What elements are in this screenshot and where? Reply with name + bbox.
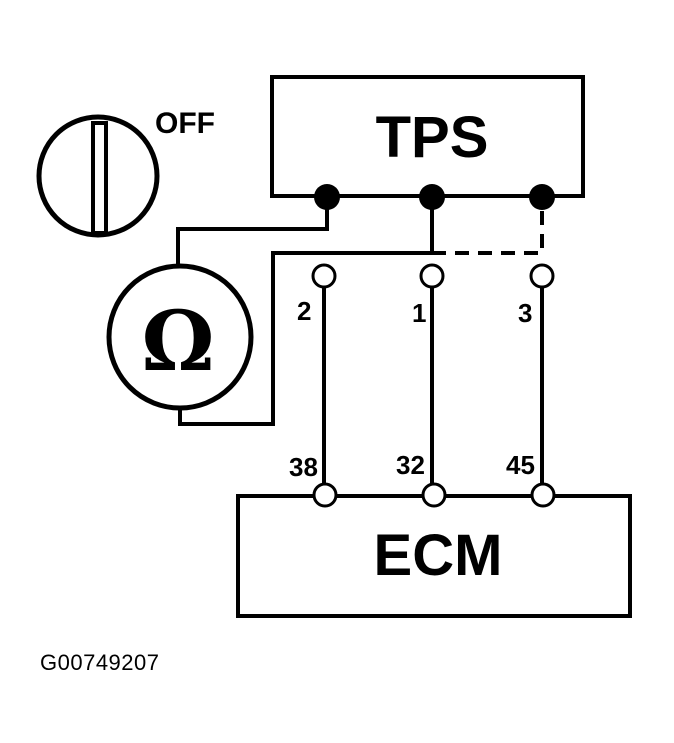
ecm-pin-label: 45 (506, 450, 535, 480)
ecm-pin-label: 38 (289, 452, 318, 482)
ohmmeter-lead-negative (178, 197, 434, 426)
connector-pin-label: 1 (412, 298, 426, 328)
ecm-pin-label: 32 (396, 450, 425, 480)
ignition-switch: OFF (36, 107, 215, 238)
ignition-key-slot (91, 121, 108, 235)
switch-state-label: OFF (155, 107, 215, 140)
ecm-label: ECM (374, 523, 503, 588)
connector-pin-label: 2 (297, 296, 311, 326)
ohmmeter: Ω (106, 263, 254, 411)
connector-terminal-2 (311, 263, 337, 289)
figure-id: G00749207 (40, 650, 160, 675)
tps-terminal-right (529, 184, 555, 210)
ecm-box (236, 494, 632, 618)
ecm-terminal-32 (421, 482, 447, 508)
tps-component: TPS (270, 75, 585, 198)
ecm-terminal-45 (530, 482, 556, 508)
connector-terminal-1 (419, 263, 445, 289)
ecm-component: ECM (236, 494, 632, 618)
tps-label: TPS (376, 105, 489, 170)
connector-pin-label: 3 (518, 298, 532, 328)
ohm-symbol: Ω (142, 294, 215, 390)
tps-dashed-link (432, 210, 544, 255)
connector-terminal-3 (529, 263, 555, 289)
ohmmeter-lead-positive (176, 197, 329, 266)
ecm-terminal-38 (312, 482, 338, 508)
